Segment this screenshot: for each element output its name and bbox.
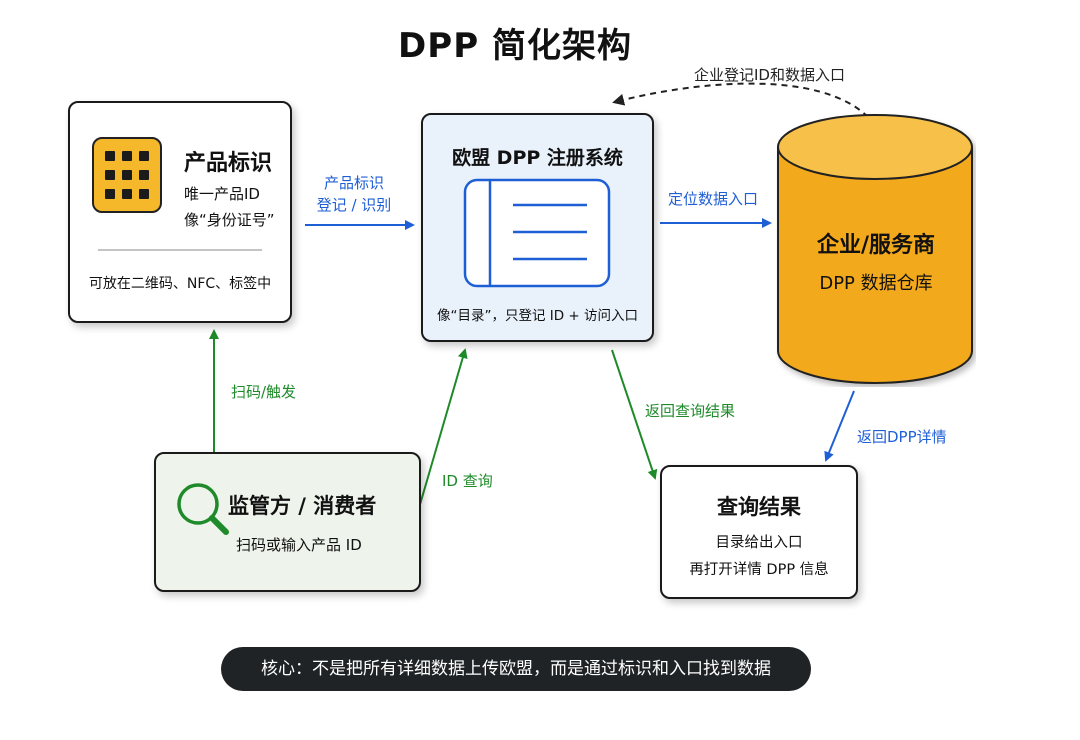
regulator-box: 监管方 / 消费者 扫码或输入产品 ID <box>154 452 421 592</box>
page-title: DPP 简化架构 <box>398 26 632 66</box>
product-id-line2: 像“身份证号” <box>184 211 275 229</box>
qr-grid-icon <box>92 137 162 213</box>
divider <box>98 249 262 251</box>
result-line1: 目录给出入口 <box>715 535 803 551</box>
product-id-heading: 产品标识 <box>184 151 273 176</box>
result-line2: 再打开详情 DPP 信息 <box>689 562 829 578</box>
enterprise-heading: 企业/服务商 <box>816 233 936 258</box>
scan-trigger-label: 扫码/触发 <box>231 383 297 401</box>
register-label: 产品标识 登记 / 识别 <box>313 172 395 216</box>
register-label-line1: 产品标识 <box>323 174 384 192</box>
core-message: 核心：不是把所有详细数据上传欧盟，而是通过标识和入口找到数据 <box>221 647 811 691</box>
regulator-caption: 扫码或输入产品 ID <box>236 536 362 554</box>
directory-book-icon <box>463 178 611 288</box>
enterprise-subtitle: DPP 数据仓库 <box>819 273 933 294</box>
arrow-return-dpp <box>824 390 855 462</box>
enterprise-register-label: 企业登记ID和数据入口 <box>694 66 845 84</box>
registry-caption: 像“目录”，只登记 ID + 访问入口 <box>436 308 639 324</box>
product-id-line1: 唯一产品ID <box>184 185 260 203</box>
product-id-box: 产品标识 唯一产品ID 像“身份证号” 可放在二维码、NFC、标签中 <box>68 101 292 323</box>
arrow-return-query <box>611 349 658 480</box>
id-query-label: ID 查询 <box>442 472 493 490</box>
return-query-label: 返回查询结果 <box>645 402 736 420</box>
product-id-footer: 可放在二维码、NFC、标签中 <box>88 276 272 292</box>
arrow-enterprise-register <box>612 82 869 118</box>
arrow-id-query <box>418 348 468 509</box>
magnifier-icon <box>174 480 232 538</box>
locate-label: 定位数据入口 <box>668 190 759 208</box>
enterprise-db: 企业/服务商 DPP 数据仓库 <box>776 113 976 387</box>
register-label-line2: 登记 / 识别 <box>316 196 392 214</box>
return-dpp-label: 返回DPP详情 <box>857 428 947 446</box>
registry-heading: 欧盟 DPP 注册系统 <box>452 147 623 169</box>
regulator-heading: 监管方 / 消费者 <box>228 494 377 518</box>
result-heading: 查询结果 <box>717 495 801 519</box>
result-box: 查询结果 目录给出入口 再打开详情 DPP 信息 <box>660 465 858 599</box>
registry-box: 欧盟 DPP 注册系统 像“目录”，只登记 ID + 访问入口 <box>421 113 654 342</box>
